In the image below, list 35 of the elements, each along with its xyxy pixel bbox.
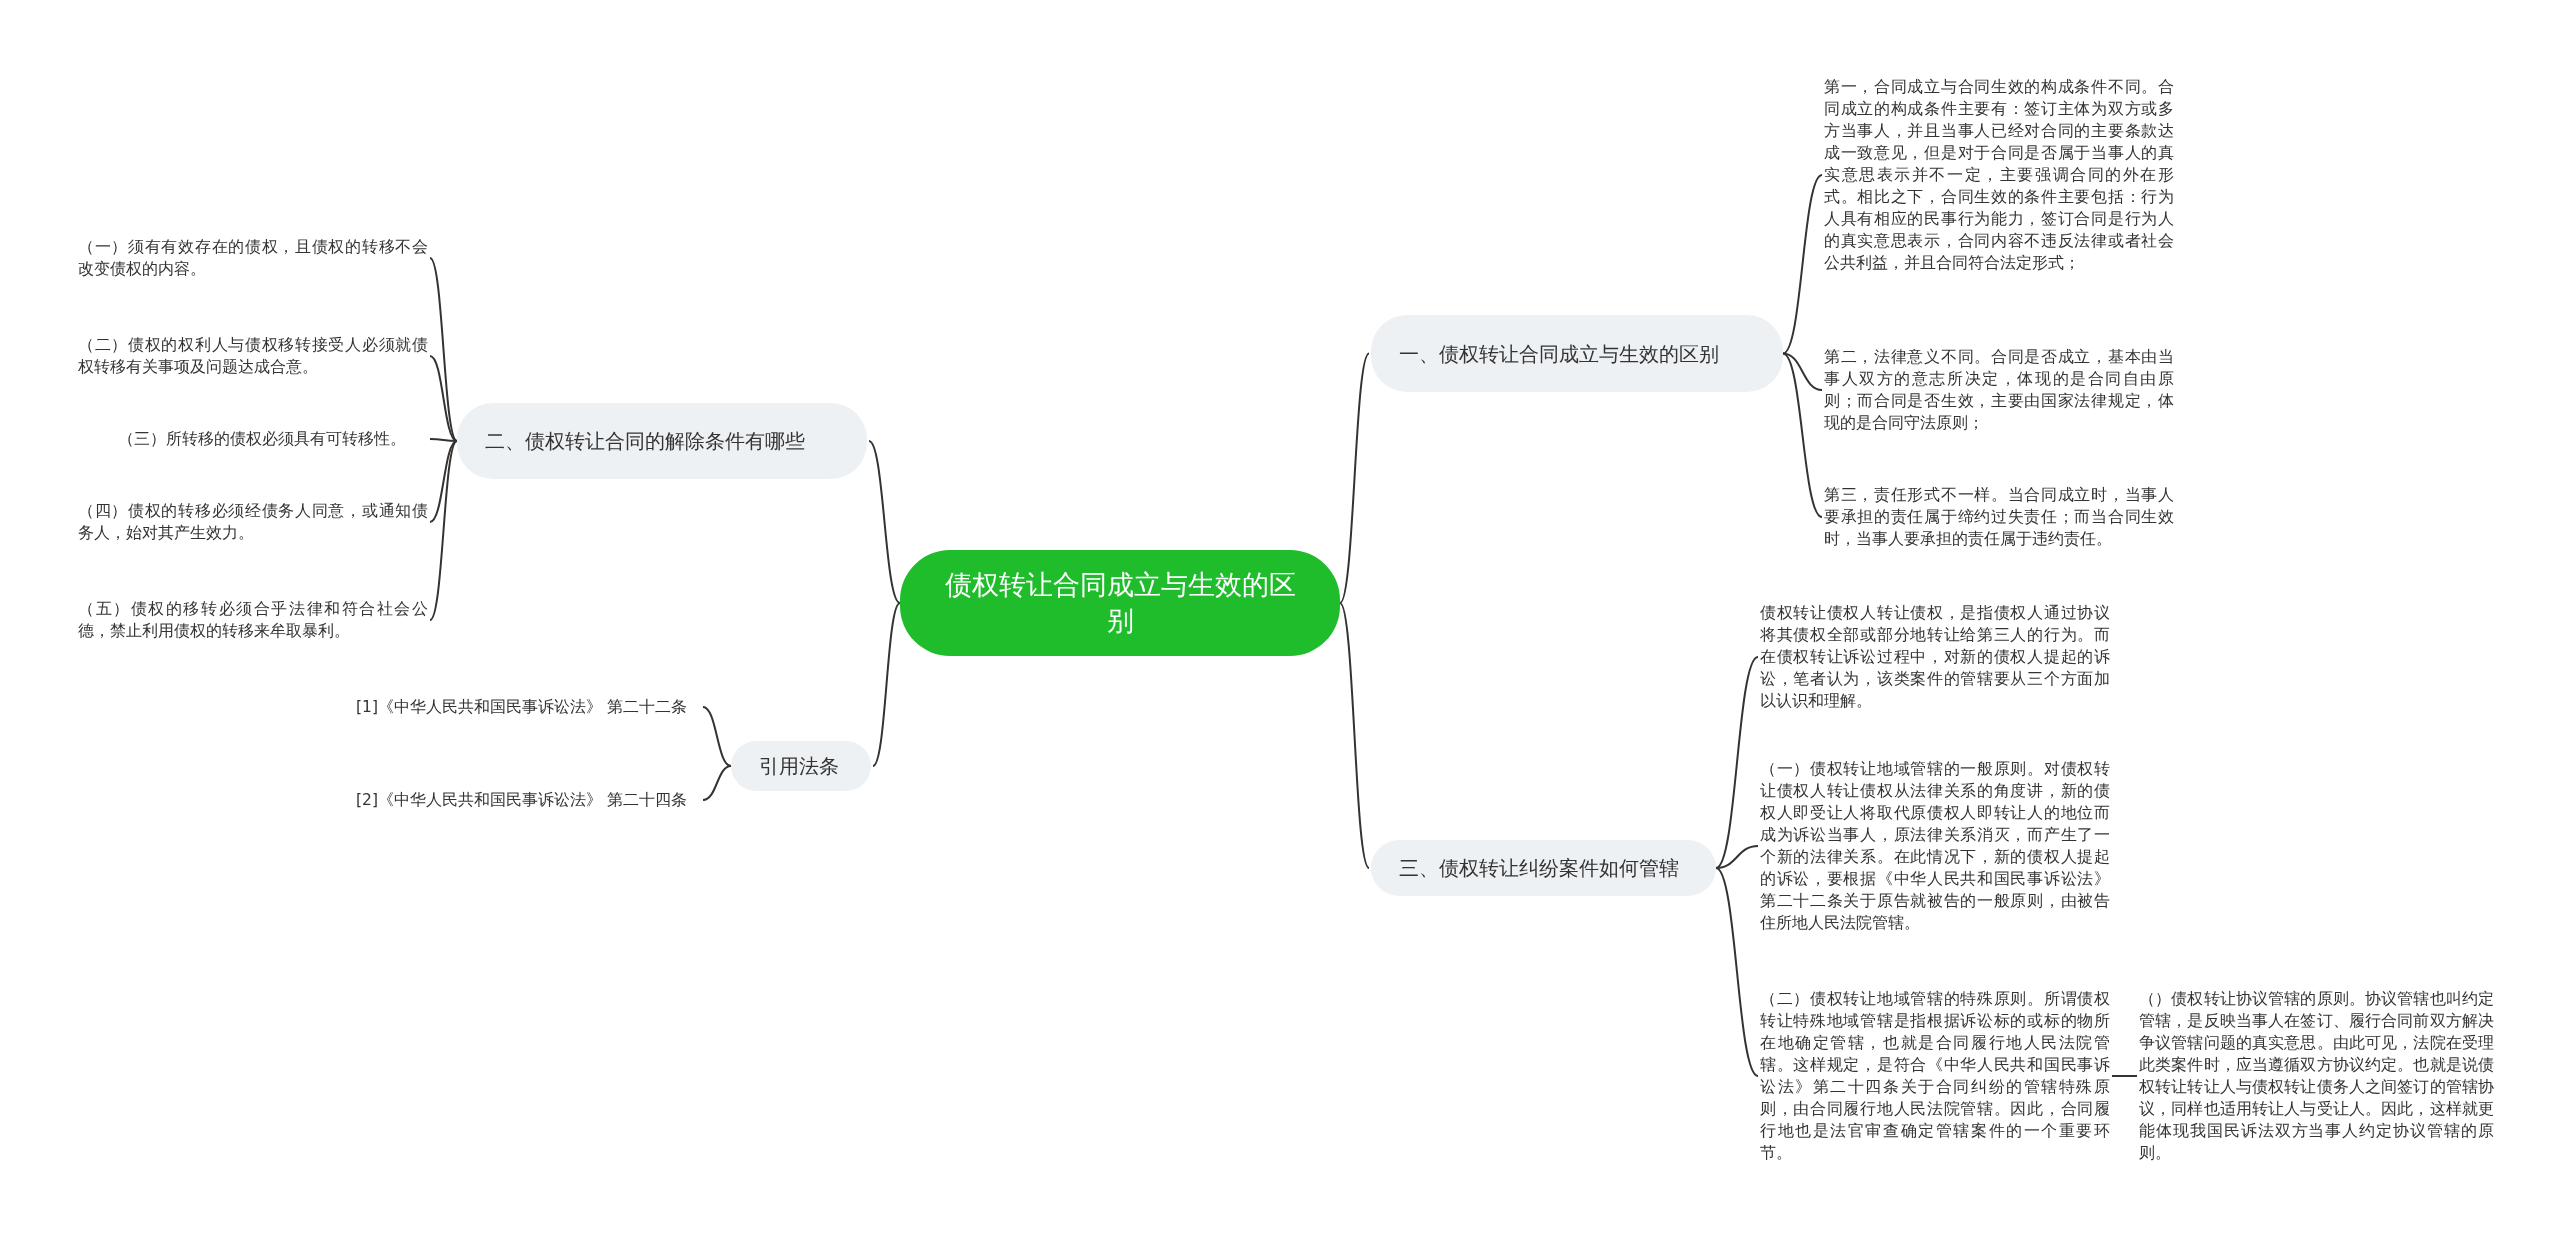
connector-line	[1782, 174, 1823, 355]
connector-line	[1782, 352, 1823, 518]
connector-line	[702, 706, 732, 767]
note-text: （五）债权的移转必须合乎法律和符合社会公德，禁止利用债权的转移来牟取暴利。	[78, 599, 428, 642]
topic-box: 一、债权转让合同成立与生效的区别	[1371, 315, 1783, 392]
central-topic: 债权转让合同成立与生效的区别	[900, 550, 1340, 656]
note-text: （一）须有有效存在的债权，且债权的转移不会改变债权的内容。	[78, 237, 428, 280]
note-text: （二）债权转让地域管辖的特殊原则。所谓债权转让特殊地域管辖是指根据诉讼标的或标的物所在地确定管辖，也就是合同履行地人民法院管辖。这样规定，是符合《中华人民共和国民事诉讼法》第二十四条关于合同纠纷的管辖特殊原则，由合同履行地人民法院管辖。因此，合同履行地也是法官审查确定管辖案件的一个重要环节。	[1760, 989, 2110, 1164]
note-text: （四）债权的转移必须经债务人同意，或通知债务人，始对其产生效力。	[78, 501, 428, 544]
topic-box: 二、债权转让合同的解除条件有哪些	[457, 403, 867, 479]
connector-line	[429, 355, 458, 442]
topic-box: 引用法条	[731, 741, 871, 791]
connector-line	[868, 440, 901, 604]
connector-line	[429, 440, 458, 523]
note-text: （）债权转让协议管辖的原则。协议管辖也叫约定管辖，是反映当事人在签订、履行合同前双方解决争议管辖问题的真实意思。由此可见，法院在受理此类案件时，应当遵循双方协议约定。也就是说债权转让转让人与债权转让债务人之间签订的管辖协议，同样也适用转让人与受让人。因此，这样就更能体现我国民诉法双方当事人约定协议管辖的原则。	[2139, 989, 2494, 1164]
connector-line	[429, 438, 458, 442]
note-text: 第三，责任形式不一样。当合同成立时，当事人要承担的责任属于缔约过失责任；而当合同生效时，当事人要承担的责任属于违约责任。	[1824, 485, 2174, 550]
note-text: （二）债权的权利人与债权移转接受人必须就债权转移有关事项及问题达成合意。	[78, 335, 428, 378]
connector-line	[1339, 602, 1370, 869]
connector-line	[1715, 656, 1759, 869]
note-text: 债权转让债权人转让债权，是指债权人通过协议将其债权全部或部分地转让给第三人的行为。而在债权转让诉讼过程中，对新的债权人提起的诉讼，笔者认为，该类案件的管辖要从三个方面加以认识和理解。	[1760, 603, 2110, 712]
connector-line	[429, 440, 458, 621]
note-text: [2]《中华人民共和国民事诉讼法》 第二十四条	[356, 790, 688, 811]
note-text: 第一，合同成立与合同生效的构成条件不同。合同成立的构成条件主要有：签订主体为双方或多方当事人，并且当事人已经对合同的主要条款达成一致意见，但是对于合同是否属于当事人的真实意思表示并不一定，主要强调合同的外在形式。相比之下，合同生效的条件主要包括：行为人具有相应的民事行为能力，签订合同是行为人的真实意思表示，合同内容不违反法律或者社会公共利益，并且合同符合法定形式；	[1824, 77, 2174, 274]
connector-line	[1339, 352, 1370, 604]
connector-line	[1715, 845, 1759, 869]
note-text: （一）债权转让地域管辖的一般原则。对债权转让债权人转让债权从法律关系的角度讲，新的债权人即受让人将取代原债权人即转让人的地位而成为诉讼当事人，原法律关系消灭，而产生了一个新的法律关系。在此情况下，新的债权人提起的诉讼，要根据《中华人民共和国民事诉讼法》第二十二条关于原告就被告的一般原则，由被告住所地人民法院管辖。	[1760, 759, 2110, 934]
connector-line	[872, 602, 901, 767]
topic-box: 三、债权转让纠纷案件如何管辖	[1371, 840, 1716, 896]
note-text: [1]《中华人民共和国民事诉讼法》 第二十二条	[356, 697, 688, 718]
connector-line	[2111, 1075, 2138, 1077]
connector-line	[702, 765, 732, 801]
note-text: （三）所转移的债权必须具有可转移性。	[118, 429, 407, 450]
connector-line	[1715, 867, 1759, 1077]
note-text: 第二，法律意义不同。合同是否成立，基本由当事人双方的意志所决定，体现的是合同自由原则；而合同是否生效，主要由国家法律规定，体现的是合同守法原则；	[1824, 347, 2174, 434]
